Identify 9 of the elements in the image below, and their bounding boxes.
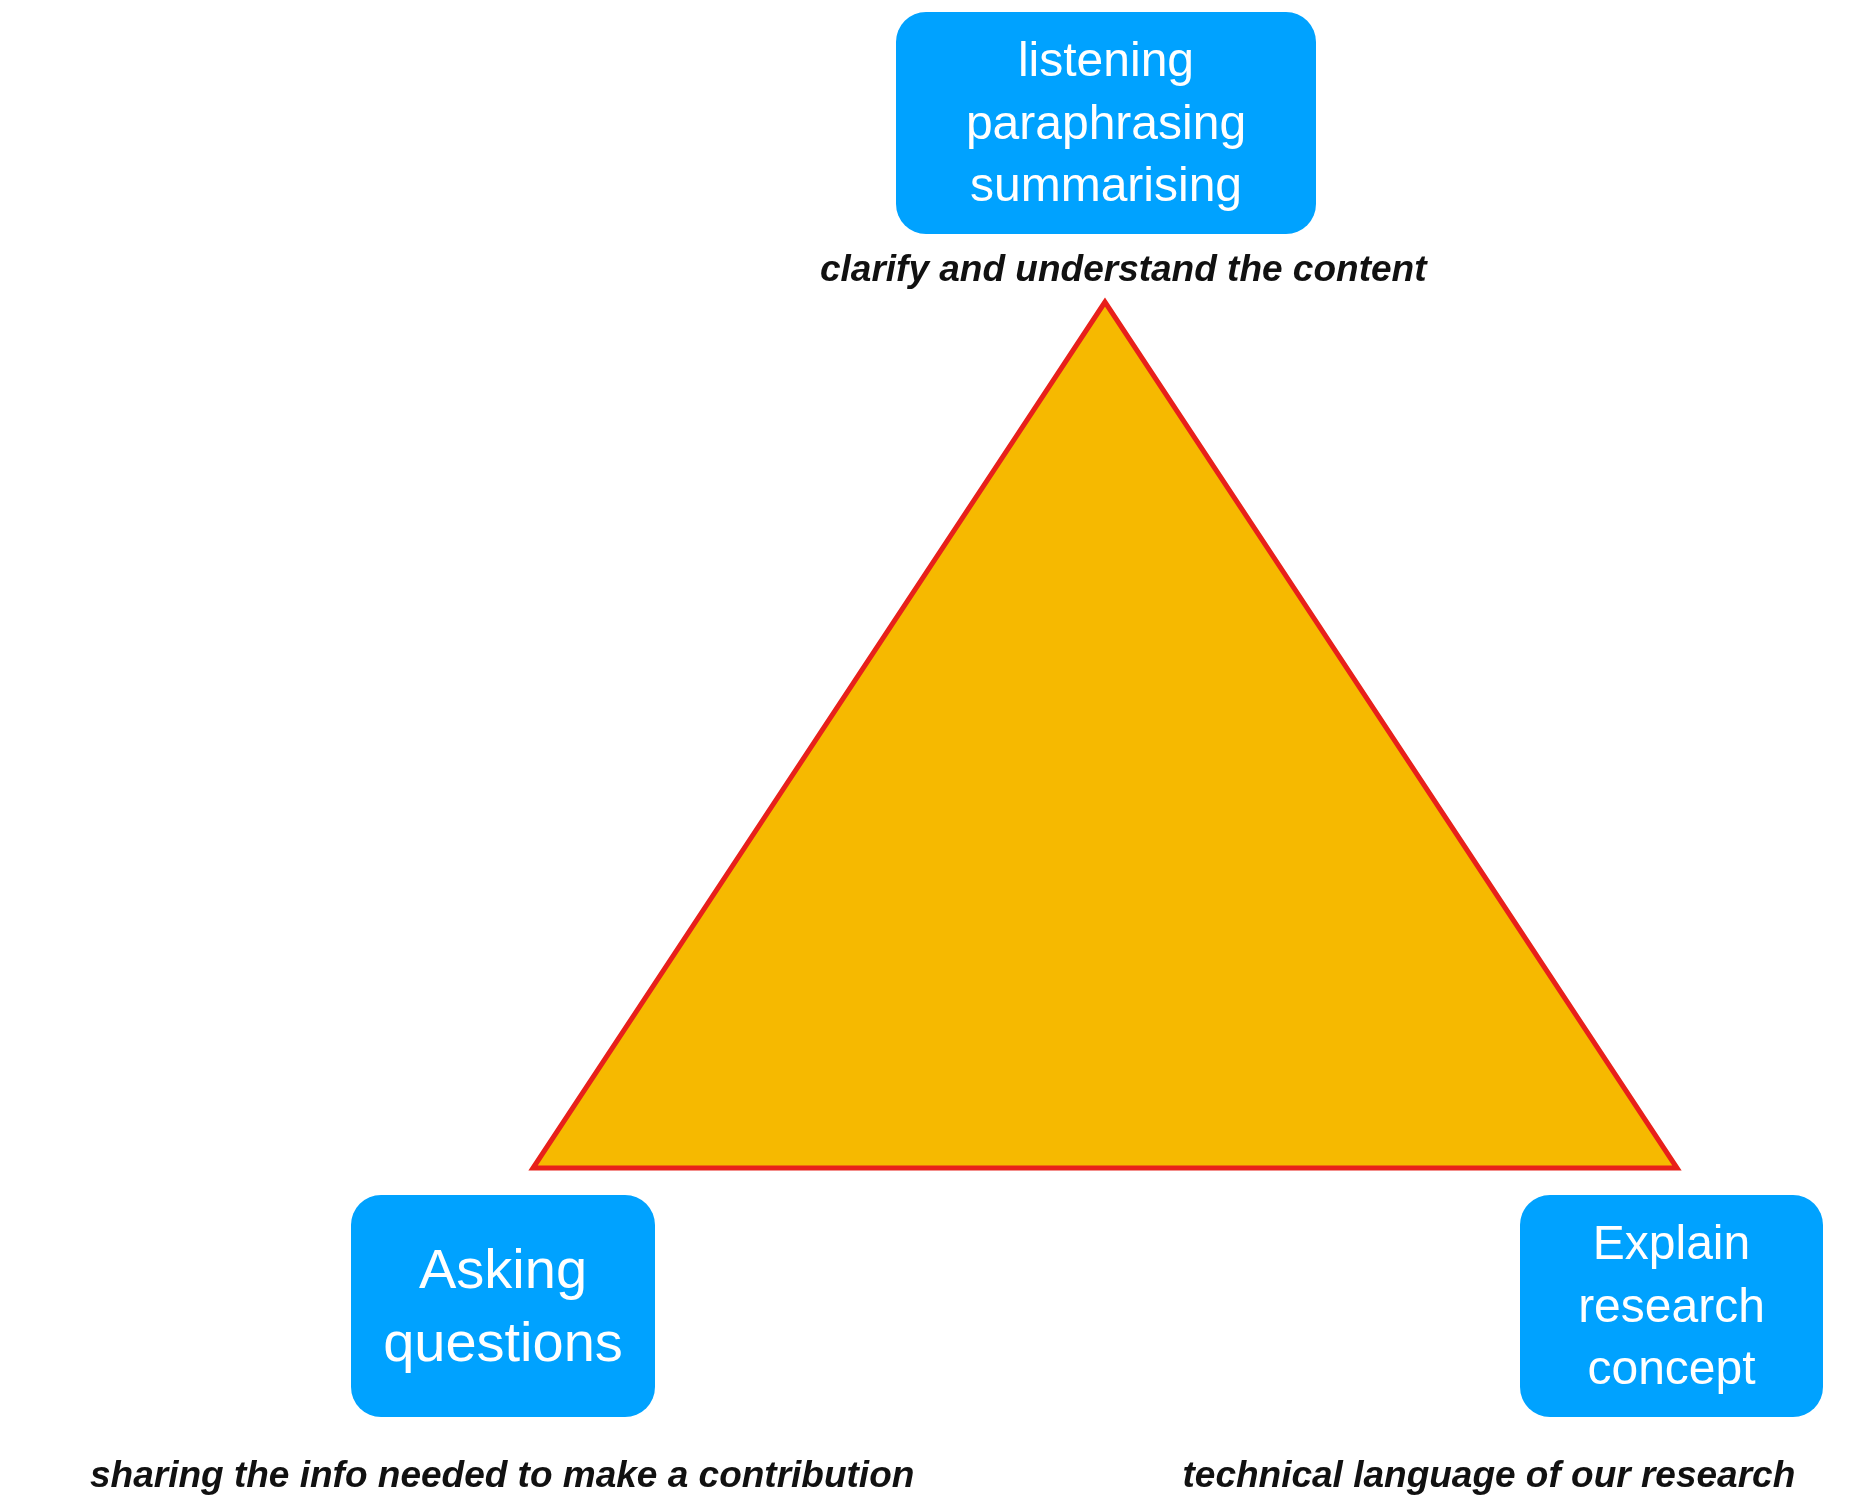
rounded-box: [896, 12, 1316, 234]
rounded-box: [351, 1195, 655, 1417]
caption-text: clarify and understand the content: [820, 248, 1427, 290]
box-label: Asking questions: [382, 1236, 624, 1375]
box-label: Explain research concept: [1577, 1215, 1766, 1397]
caption-text: sharing the info needed to make a contribution: [90, 1454, 915, 1496]
box-label: listening paraphrasing summarising: [964, 32, 1248, 214]
caption-text: technical language of our research: [1182, 1454, 1796, 1496]
rounded-box: [1520, 1195, 1823, 1417]
